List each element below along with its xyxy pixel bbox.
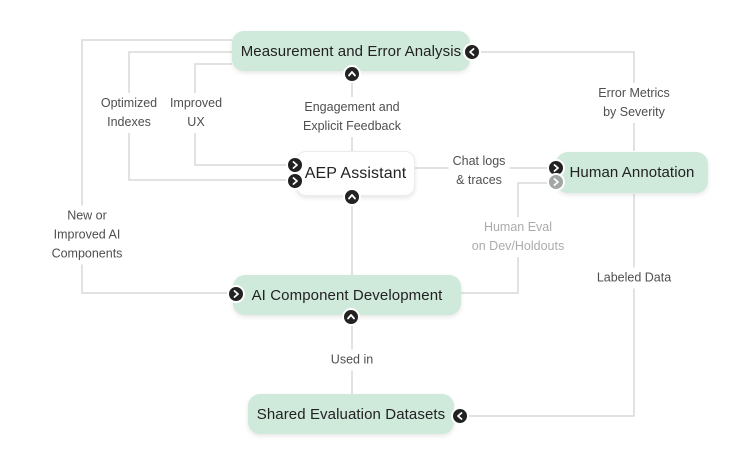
edge-label-line: New or <box>67 208 107 223</box>
edge-label-line: Used in <box>330 352 374 367</box>
edge-label-line: Components <box>51 246 123 261</box>
edge-label-line: by Severity <box>603 105 665 119</box>
edge-label-new-components: New or Improved AI Components <box>47 205 127 265</box>
node-human-annotation: Human Annotation <box>556 152 708 193</box>
arrow-up-icon <box>343 188 361 206</box>
edge-label-error-metrics: Error Metrics by Severity <box>594 83 674 123</box>
arrow-right-icon <box>547 159 565 177</box>
edge-label-chat-logs: Chat logs & traces <box>448 151 510 191</box>
arrow-left-icon <box>451 407 469 425</box>
edge-label-improved-ux: Improved UX <box>165 93 227 133</box>
node-measurement-and-error-analysis: Measurement and Error Analysis <box>232 31 470 71</box>
edge-label-line: Human Eval <box>483 220 553 234</box>
node-ai-component-development: AI Component Development <box>233 275 461 315</box>
edge-label-line: & traces <box>456 173 502 187</box>
edge-label-line: Optimized <box>100 96 158 110</box>
arrow-right-icon <box>286 172 304 190</box>
arrow-right-gray-icon <box>547 173 565 191</box>
edge-label-line: Error Metrics <box>598 86 670 100</box>
arrow-up-icon <box>342 308 360 326</box>
edge-label-engagement-feedback: Engagement and Explicit Feedback <box>299 97 405 137</box>
edge-label-line: Improved AI <box>53 227 121 242</box>
edge-label-labeled-data: Labeled Data <box>592 267 676 289</box>
edge-label-human-eval: Human Eval on Dev/Holdouts <box>467 217 569 257</box>
edge-label-line: Labeled Data <box>596 270 672 285</box>
edge-label-line: Explicit Feedback <box>303 119 401 133</box>
arrow-left-icon <box>463 43 481 61</box>
edge-label-line: Indexes <box>107 115 151 129</box>
edge-measurement-to-ai-component-development <box>81 39 232 294</box>
edge-label-line: Chat logs <box>452 154 506 168</box>
edge-label-line: Improved <box>169 96 223 110</box>
edge-label-line: on Dev/Holdouts <box>471 239 565 253</box>
arrow-right-icon <box>227 285 245 303</box>
edge-label-line: Engagement and <box>304 100 400 114</box>
arrow-up-icon <box>343 65 361 83</box>
arrow-right-icon <box>286 156 304 174</box>
edge-label-used-in: Used in <box>326 349 378 371</box>
edge-label-optimized-indexes: Optimized Indexes <box>96 93 162 133</box>
node-shared-evaluation-datasets: Shared Evaluation Datasets <box>248 394 454 434</box>
edge-label-line: UX <box>187 115 205 129</box>
